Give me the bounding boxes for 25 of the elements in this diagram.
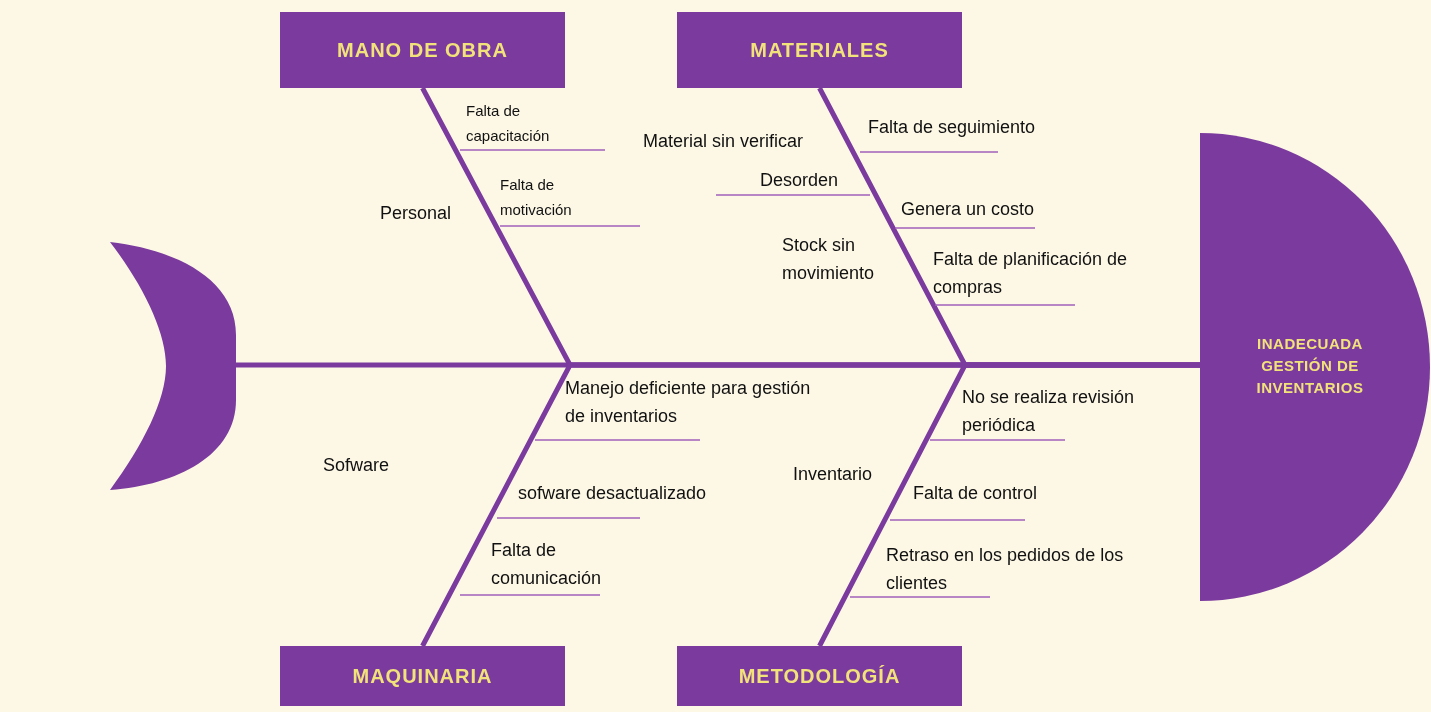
cause-text: Retraso en los pedidos de los clientes [886, 544, 1125, 595]
cause-text: Stock sin movimiento [782, 234, 876, 285]
cause-text: Falta de comunicación [491, 539, 603, 590]
cause-text: sofware desactualizado [518, 482, 708, 505]
cause-text: Falta de seguimiento [868, 116, 1037, 139]
cause-text: Manejo deficiente para gestión de inventarios [565, 377, 812, 428]
fish-head-shape [1200, 133, 1430, 601]
cause-text: Desorden [760, 169, 840, 192]
category-box: MAQUINARIA [280, 646, 565, 706]
category-box: METODOLOGÍA [677, 646, 962, 706]
cause-text: Inventario [793, 463, 874, 486]
category-box: MATERIALES [677, 12, 962, 88]
cause-text: Sofware [323, 454, 391, 477]
cause-text: Falta de motivación [500, 175, 573, 220]
effect-text: INADECUADA GESTIÓN DE INVENTARIOS [1255, 334, 1365, 398]
category-box: MANO DE OBRA [280, 12, 565, 88]
fish-tail-shape [108, 240, 236, 492]
cause-text: Falta de control [913, 482, 1039, 505]
cause-text: Falta de capacitación [466, 101, 551, 146]
bone-line [817, 362, 1200, 648]
cause-text: Genera un costo [901, 198, 1036, 221]
cause-text: Falta de planificación de compras [933, 248, 1129, 299]
cause-text: Personal [380, 202, 453, 225]
cause-text: No se realiza revisión periódica [962, 386, 1136, 437]
cause-text: Material sin verificar [643, 130, 805, 153]
